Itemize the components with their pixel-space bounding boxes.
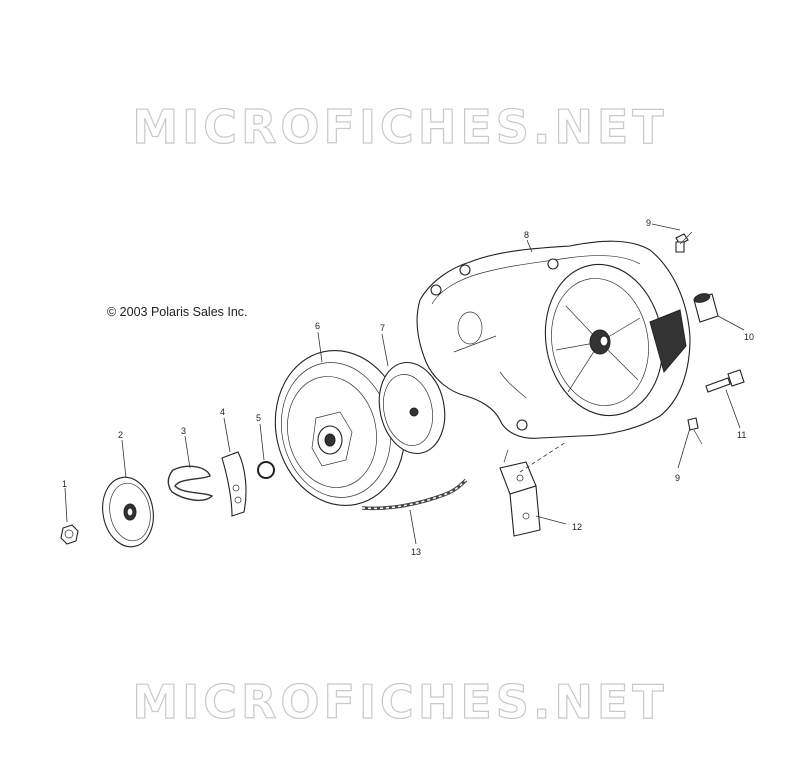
part-9-pin-top[interactable] xyxy=(675,231,693,253)
part-4-pawl[interactable] xyxy=(221,451,247,517)
watermark-top: MICROFICHES.NET xyxy=(132,99,668,154)
part-12-bracket[interactable] xyxy=(499,449,541,537)
part-5-spring[interactable] xyxy=(257,461,275,479)
callout-9-top: 9 xyxy=(646,218,651,228)
callout-1: 1 xyxy=(62,479,67,489)
leader-lines xyxy=(64,223,745,545)
callout-12: 12 xyxy=(572,522,582,532)
part-9-pin-bottom[interactable] xyxy=(687,417,703,445)
part-6-pulley[interactable] xyxy=(261,338,419,517)
part-10-bushing[interactable] xyxy=(693,292,719,323)
part-11-bolt[interactable] xyxy=(705,369,745,393)
callout-11: 11 xyxy=(737,430,746,440)
callout-13: 13 xyxy=(411,547,421,557)
callout-6: 6 xyxy=(315,321,320,331)
callout-7: 7 xyxy=(380,323,385,333)
part-2-cover[interactable] xyxy=(97,473,158,551)
watermark-bottom: MICROFICHES.NET xyxy=(132,674,668,729)
copyright-notice: © 2003 Polaris Sales Inc. xyxy=(107,305,248,319)
part-8-housing[interactable] xyxy=(416,240,691,439)
part-13-rope[interactable] xyxy=(361,478,468,511)
callout-5: 5 xyxy=(256,413,261,423)
callout-4: 4 xyxy=(220,407,225,417)
callout-10: 10 xyxy=(744,332,754,342)
callout-3: 3 xyxy=(181,426,186,436)
callout-2: 2 xyxy=(118,430,123,440)
callout-8: 8 xyxy=(524,230,529,240)
part-1-nut[interactable] xyxy=(60,524,79,545)
part-7-drum[interactable] xyxy=(371,356,453,459)
callout-9-bottom: 9 xyxy=(675,473,680,483)
part-3-spring[interactable] xyxy=(167,465,214,502)
